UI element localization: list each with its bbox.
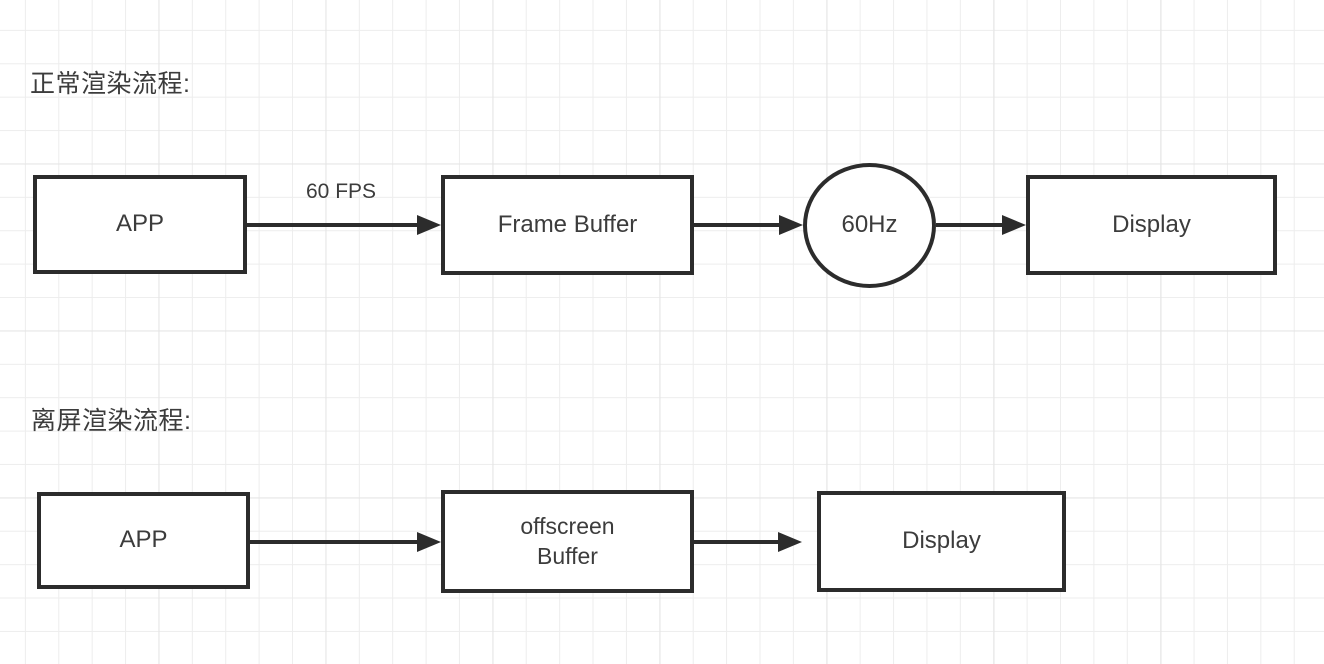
node-label: Display [1112, 210, 1191, 238]
edge-vsync-to-display [936, 215, 1026, 235]
node-label: APP [115, 210, 165, 238]
node-label: 60Hz [841, 211, 898, 239]
node-vsync-60hz[interactable]: 60Hz [803, 163, 936, 288]
node-offscreen-buffer[interactable]: offscreen Buffer [441, 490, 694, 593]
edge-offscreen-buffer-to-display [694, 532, 802, 552]
node-display-offscreen[interactable]: Display [817, 491, 1066, 592]
edge-app2-to-offscreen-buffer [250, 532, 441, 552]
edge-app-to-frame-buffer [247, 215, 441, 235]
node-app-offscreen[interactable]: APP [37, 492, 250, 589]
section-title-normal: 正常渲染流程: [30, 70, 191, 98]
node-frame-buffer[interactable]: Frame Buffer [441, 175, 694, 275]
node-label: APP [119, 526, 168, 554]
node-app-normal[interactable]: APP [33, 175, 247, 274]
section-title-offscreen: 离屏渲染流程: [31, 407, 192, 435]
node-display-normal[interactable]: Display [1026, 175, 1277, 275]
node-label: Display [902, 527, 981, 555]
edge-frame-buffer-to-vsync [694, 215, 803, 235]
node-label: Frame Buffer [497, 210, 638, 238]
edge-label-60-fps: 60 FPS [306, 180, 377, 203]
node-label: offscreen Buffer [520, 513, 615, 569]
